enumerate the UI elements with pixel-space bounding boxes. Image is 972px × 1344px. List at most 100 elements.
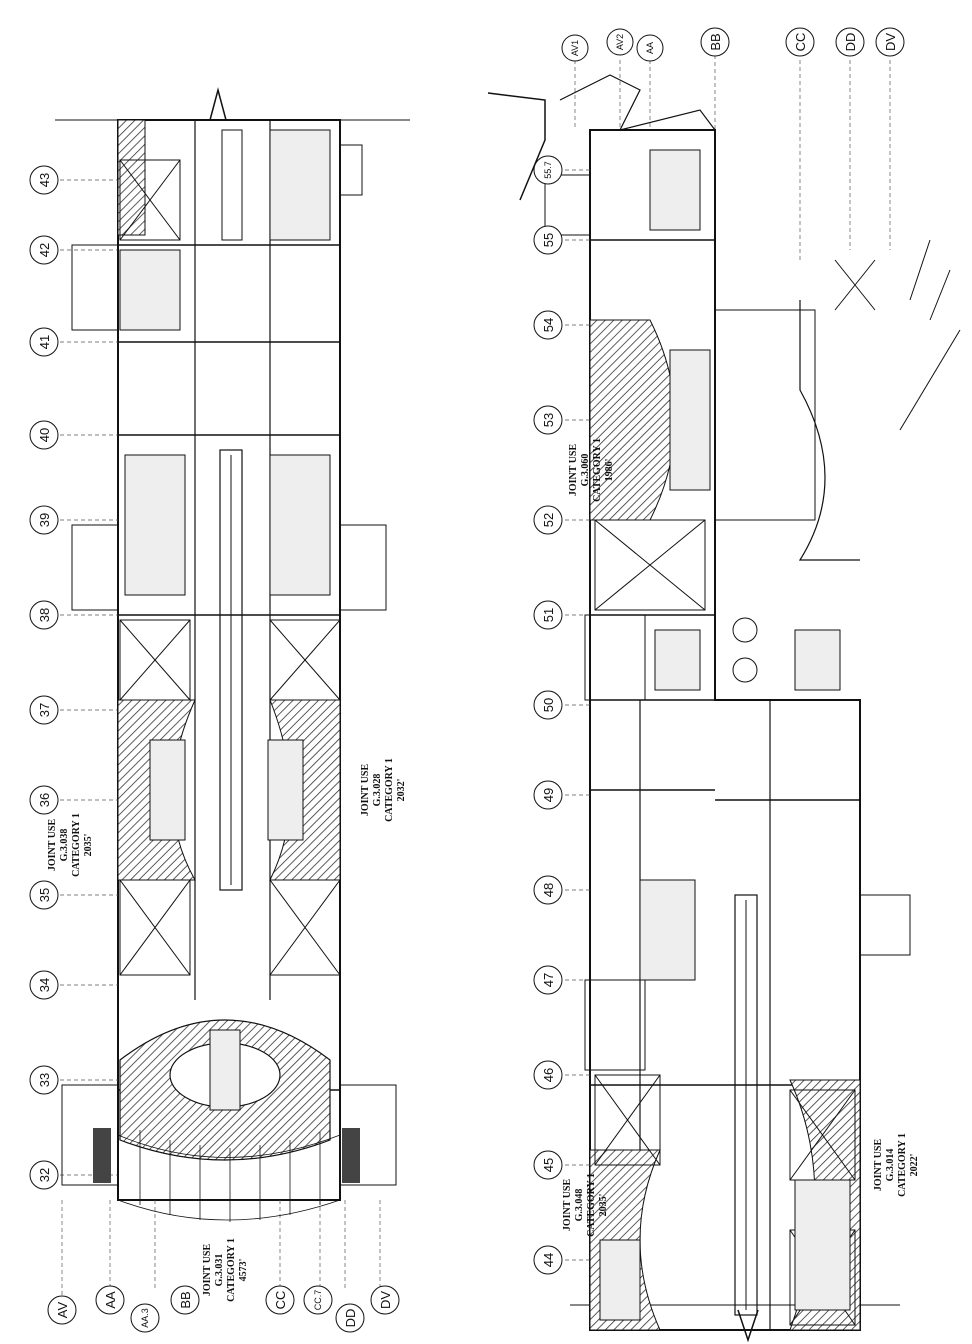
left-north-arrow bbox=[209, 87, 227, 121]
top-hatched-zone bbox=[117, 119, 146, 236]
grid-bubble: 43 bbox=[29, 165, 59, 195]
svg-text:40: 40 bbox=[37, 428, 52, 442]
center-escalator bbox=[219, 449, 243, 891]
left-row-bubbles: AV AA AA.3 BB CC CC.7 DD DV bbox=[47, 1285, 400, 1333]
svg-text:CC: CC bbox=[273, 1291, 288, 1310]
grid-bubble: AV2 bbox=[606, 28, 634, 56]
svg-text:1986': 1986' bbox=[604, 458, 615, 481]
grid-bubble: 36 bbox=[29, 785, 59, 815]
grid-bubble: CC bbox=[785, 27, 815, 57]
left-plan bbox=[55, 87, 410, 1295]
grid-bubble: DD bbox=[835, 27, 865, 57]
grid-bubble: 41 bbox=[29, 327, 59, 357]
svg-text:JOINT USE: JOINT USE bbox=[47, 819, 58, 872]
svg-text:JOINT USE: JOINT USE bbox=[360, 764, 371, 817]
grid-bubble: 53 bbox=[533, 405, 563, 435]
svg-text:G.3.031: G.3.031 bbox=[214, 1254, 225, 1287]
grid-bubble: 51 bbox=[533, 600, 563, 630]
grid-bubble: 46 bbox=[533, 1060, 563, 1090]
svg-text:CATEGORY 1: CATEGORY 1 bbox=[226, 1238, 237, 1302]
svg-text:BB: BB bbox=[178, 1291, 193, 1308]
grid-bubble: AV1 bbox=[561, 34, 589, 62]
grid-bubble: DD bbox=[335, 1303, 365, 1333]
svg-text:CC: CC bbox=[793, 33, 808, 52]
svg-text:DV: DV bbox=[378, 1291, 393, 1309]
grid-bubble: CC bbox=[265, 1285, 295, 1315]
svg-text:54: 54 bbox=[541, 318, 556, 332]
svg-text:2035': 2035' bbox=[83, 833, 94, 856]
svg-text:33: 33 bbox=[37, 1073, 52, 1087]
svg-text:51: 51 bbox=[541, 608, 556, 622]
svg-text:G.3.028: G.3.028 bbox=[372, 774, 383, 807]
svg-text:2032': 2032' bbox=[396, 778, 407, 801]
svg-text:45: 45 bbox=[541, 1158, 556, 1172]
svg-text:48: 48 bbox=[541, 883, 556, 897]
right-row-bubbles: AV1 AV2 AA BB CC DD DV bbox=[561, 27, 905, 62]
grid-bubble: 40 bbox=[29, 420, 59, 450]
svg-text:35: 35 bbox=[37, 888, 52, 902]
svg-text:CATEGORY 1: CATEGORY 1 bbox=[586, 1173, 597, 1237]
grid-bubble: 34 bbox=[29, 970, 59, 1000]
room-label-g3038: JOINT USE G.3.038 CATEGORY 1 2035' bbox=[47, 813, 94, 877]
svg-text:2022': 2022' bbox=[909, 1153, 920, 1176]
right-center-escalator bbox=[734, 894, 758, 1316]
right-column-bubbles: 55.7 55 54 53 52 51 50 49 48 47 46 45 44 bbox=[533, 155, 563, 1275]
svg-text:52: 52 bbox=[541, 513, 556, 527]
svg-text:2035': 2035' bbox=[598, 1193, 609, 1216]
svg-text:43: 43 bbox=[37, 173, 52, 187]
grid-bubble: 54 bbox=[533, 310, 563, 340]
svg-text:AV: AV bbox=[55, 1301, 70, 1318]
grid-bubble: AA bbox=[636, 34, 664, 62]
grid-bubble: 49 bbox=[533, 780, 563, 810]
svg-text:34: 34 bbox=[37, 978, 52, 992]
grid-bubble: 33 bbox=[29, 1065, 59, 1095]
svg-text:32: 32 bbox=[37, 1168, 52, 1182]
svg-text:47: 47 bbox=[541, 973, 556, 987]
room-label-g3060: JOINT USE G.3.060 CATEGORY 1 1986' bbox=[568, 438, 615, 502]
svg-text:AA.3: AA.3 bbox=[140, 1308, 150, 1328]
grid-bubble: AV bbox=[47, 1295, 77, 1325]
svg-text:AV2: AV2 bbox=[615, 34, 625, 50]
grid-bubble: 42 bbox=[29, 235, 59, 265]
grid-bubble: CC.7 bbox=[303, 1285, 333, 1315]
grid-bubble: BB bbox=[700, 27, 730, 57]
svg-text:55: 55 bbox=[541, 233, 556, 247]
grid-bubble: 37 bbox=[29, 695, 59, 725]
svg-text:CATEGORY 1: CATEGORY 1 bbox=[897, 1133, 908, 1197]
svg-text:JOINT USE: JOINT USE bbox=[568, 444, 579, 497]
grid-bubble: BB bbox=[170, 1285, 200, 1315]
svg-text:39: 39 bbox=[37, 513, 52, 527]
svg-text:38: 38 bbox=[37, 608, 52, 622]
svg-text:CATEGORY 1: CATEGORY 1 bbox=[384, 758, 395, 822]
left-column-bubbles: 43 42 41 40 39 38 37 36 35 34 33 32 bbox=[29, 165, 59, 1190]
svg-text:DD: DD bbox=[843, 33, 858, 52]
svg-text:44: 44 bbox=[541, 1253, 556, 1267]
grid-bubble: 45 bbox=[533, 1150, 563, 1180]
right-plan bbox=[487, 55, 961, 1343]
grid-bubble: 32 bbox=[29, 1160, 59, 1190]
svg-text:CATEGORY 1: CATEGORY 1 bbox=[71, 813, 82, 877]
grid-bubble: 35 bbox=[29, 880, 59, 910]
svg-text:AA: AA bbox=[645, 42, 655, 54]
room-label-g3048: JOINT USE G.3.048 CATEGORY 1 2035' bbox=[562, 1173, 609, 1237]
grid-bubble: DV bbox=[875, 27, 905, 57]
grid-bubble: 50 bbox=[533, 690, 563, 720]
grid-bubble: 47 bbox=[533, 965, 563, 995]
svg-text:BB: BB bbox=[708, 33, 723, 50]
svg-text:G.3.014: G.3.014 bbox=[885, 1149, 896, 1182]
svg-text:42: 42 bbox=[37, 243, 52, 257]
svg-text:CC.7: CC.7 bbox=[313, 1290, 323, 1311]
svg-text:CATEGORY 1: CATEGORY 1 bbox=[592, 438, 603, 502]
svg-text:G.3.060: G.3.060 bbox=[580, 454, 591, 487]
grid-bubble: 52 bbox=[533, 505, 563, 535]
room-label-g3014: JOINT USE G.3.014 CATEGORY 1 2022' bbox=[873, 1133, 920, 1197]
right-south-arrow bbox=[737, 1309, 759, 1343]
svg-text:G.3.038: G.3.038 bbox=[59, 829, 70, 862]
svg-text:AV1: AV1 bbox=[570, 40, 580, 56]
entry-canopy bbox=[487, 92, 546, 201]
svg-text:50: 50 bbox=[541, 698, 556, 712]
svg-text:55.7: 55.7 bbox=[543, 161, 553, 179]
grid-bubble: 55 bbox=[533, 225, 563, 255]
grid-bubble: 55.7 bbox=[533, 155, 563, 185]
